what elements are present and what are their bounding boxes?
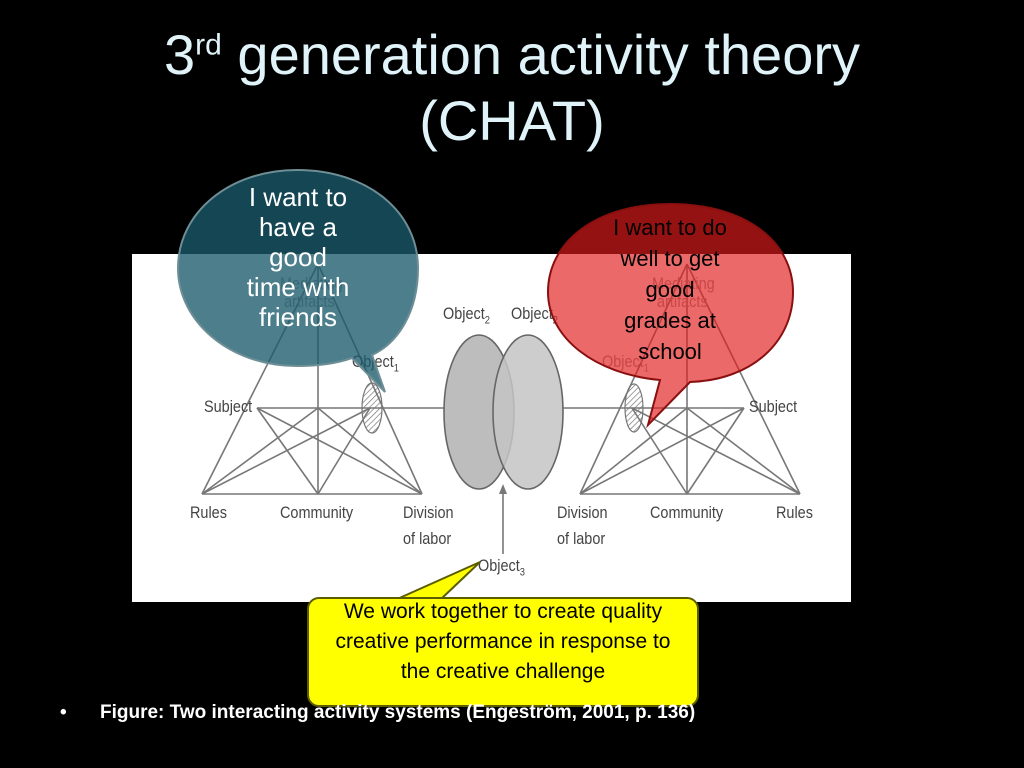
title-superscript: rd (195, 28, 222, 62)
right-subject-label: Subject (749, 397, 798, 416)
object3-label: Object3 (478, 556, 525, 579)
left-object1-label: Object1 (352, 352, 399, 375)
right-object2-label: Object2 (511, 304, 558, 327)
left-division-label: Division (403, 503, 454, 522)
right-of-labor-label: of labor (557, 529, 606, 548)
left-object2-label: Object2 (443, 304, 490, 327)
slide-title: 3rd generation activity theory (CHAT) (0, 22, 1024, 154)
left-rules-label: Rules (190, 503, 227, 522)
bullet-icon: • (60, 702, 67, 723)
right-bubble-text: I want to do well to get good grades at … (613, 215, 727, 364)
title-prefix: 3 (164, 23, 196, 86)
bottom-callout: We work together to create quality creat… (307, 597, 699, 707)
left-subject-label: Subject (204, 397, 253, 416)
left-object1-shape (361, 382, 383, 434)
left-of-labor-label: of labor (403, 529, 452, 548)
right-object2-shape (492, 334, 564, 490)
callout-text: We work together to create quality creat… (335, 600, 671, 683)
title-line-1: 3rd generation activity theory (0, 22, 1024, 88)
caption-text: Figure: Two interacting activity systems… (100, 702, 696, 723)
left-bubble-text: I want to have a good time with friends (246, 182, 350, 332)
title-line-2: (CHAT) (419, 89, 605, 152)
right-division-label: Division (557, 503, 608, 522)
title-rest: generation activity theory (221, 23, 860, 86)
right-rules-label: Rules (776, 503, 813, 522)
figure-caption: • Figure: Two interacting activity system… (60, 702, 695, 724)
left-community-label: Community (280, 503, 354, 522)
right-object1-shape (624, 383, 644, 433)
object3-arrowhead (499, 484, 507, 494)
right-community-label: Community (650, 503, 724, 522)
